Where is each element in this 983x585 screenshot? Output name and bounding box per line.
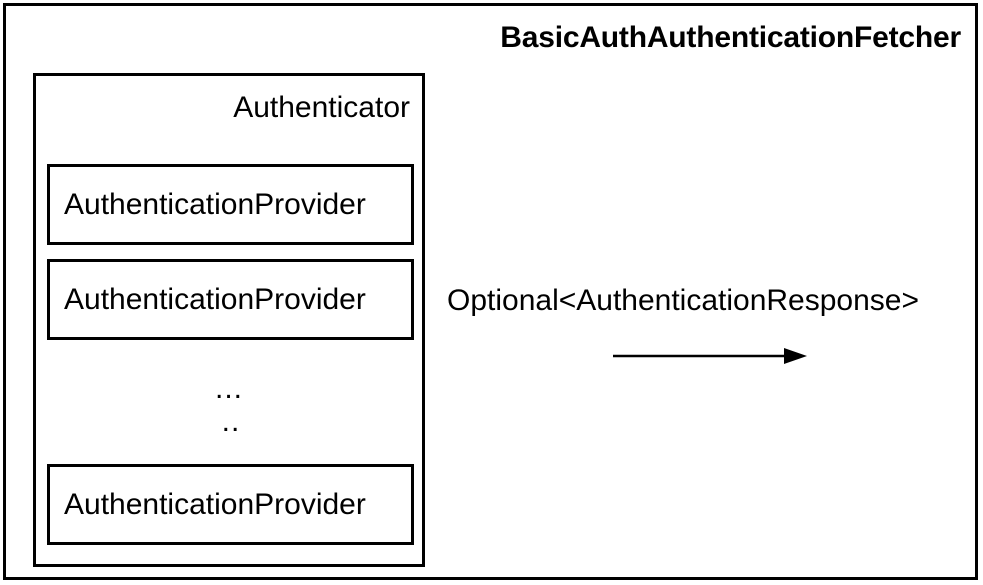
component-boundary-box: BasicAuthAuthenticationFetcher Authentic… [3,3,978,580]
authenticator-box: Authenticator AuthenticationProvider Aut… [33,73,425,567]
authentication-provider-label: AuthenticationProvider [64,487,366,521]
authentication-provider-label: AuthenticationProvider [64,187,366,221]
authentication-provider-box-3: AuthenticationProvider [47,464,414,545]
provider-ellipsis: ... .. [36,372,422,438]
flow-arrow-icon [613,348,807,364]
ellipsis-line-2: .. [221,405,241,438]
response-type-label: Optional<AuthenticationResponse> [447,284,920,317]
ellipsis-line-1: ... [214,372,243,405]
component-title: BasicAuthAuthenticationFetcher [500,21,961,54]
authenticator-title: Authenticator [233,91,410,124]
flow-arrow [611,341,811,371]
authentication-provider-box-2: AuthenticationProvider [47,259,414,340]
authentication-provider-label: AuthenticationProvider [64,282,366,316]
authentication-provider-box-1: AuthenticationProvider [47,164,414,245]
